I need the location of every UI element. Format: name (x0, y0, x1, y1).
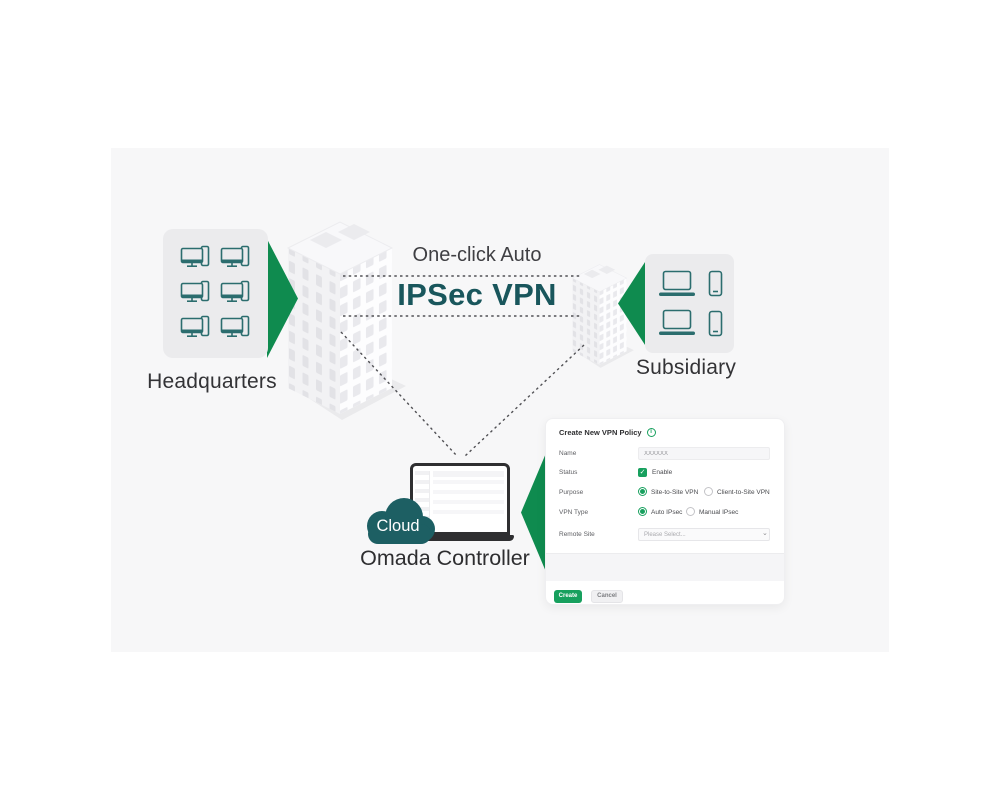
cancel-button[interactable]: Cancel (591, 590, 623, 603)
cloud-badge-label: Cloud (376, 517, 420, 535)
client-to-site-radio-label: Client-to-Site VPN (717, 489, 770, 496)
remote-site-field-label: Remote Site (559, 531, 595, 538)
auto-ipsec-radio-label: Auto IPsec (651, 509, 683, 516)
panel-title-row: Create New VPN Policy i (559, 426, 656, 438)
screen-table-rows (433, 480, 504, 518)
info-icon[interactable]: i (646, 427, 656, 437)
enable-checkbox[interactable]: ✓ (638, 468, 647, 477)
desktop-computer-icon (220, 245, 250, 268)
smartphone-icon (708, 310, 722, 337)
name-input[interactable] (638, 447, 770, 460)
manual-ipsec-radio-label: Manual IPsec (699, 509, 739, 516)
desktop-computer-icon (220, 280, 250, 303)
desktop-computer-icon (180, 245, 210, 268)
laptop-icon (658, 309, 695, 336)
create-vpn-policy-panel: Create New VPN Policy i Name Status ✓ En… (545, 418, 785, 605)
panel-footer-band (546, 553, 784, 581)
site-to-site-radio-label: Site-to-Site VPN (651, 489, 699, 496)
link-subtitle: IPSec VPN (397, 277, 557, 312)
subsidiary-label: Subsidiary (635, 356, 737, 379)
headquarters-clients-box (163, 229, 268, 358)
manual-ipsec-radio[interactable] (686, 507, 695, 516)
purpose-field-label: Purpose (559, 489, 584, 496)
headquarters-label: Headquarters (147, 370, 277, 393)
site-to-site-radio[interactable] (638, 487, 647, 496)
subsidiary-clients-box (645, 254, 734, 353)
smartphone-icon (708, 270, 722, 297)
laptop-base (406, 535, 514, 541)
desktop-computer-icon (220, 315, 250, 338)
desktop-computer-icon (180, 315, 210, 338)
cloud-badge: Cloud (361, 496, 439, 548)
enable-checkbox-label: Enable (652, 469, 673, 476)
status-field-label: Status (559, 469, 578, 476)
screen-header (433, 471, 504, 477)
auto-ipsec-radio[interactable] (638, 507, 647, 516)
remote-site-select[interactable]: Please Select... (638, 528, 770, 541)
name-field-label: Name (559, 450, 577, 457)
create-button[interactable]: Create (554, 590, 582, 603)
laptop-icon (658, 270, 695, 296)
client-to-site-radio[interactable] (704, 487, 713, 496)
desktop-computer-icon (180, 280, 210, 303)
headquarters-building (286, 221, 406, 420)
chevron-down-icon: ⌄ (762, 530, 768, 537)
cloud-icon (367, 498, 435, 544)
link-title: One-click Auto (412, 244, 542, 266)
panel-title: Create New VPN Policy (559, 427, 642, 437)
omada-controller-label: Omada Controller (360, 546, 530, 570)
vpn-type-field-label: VPN Type (559, 509, 589, 516)
